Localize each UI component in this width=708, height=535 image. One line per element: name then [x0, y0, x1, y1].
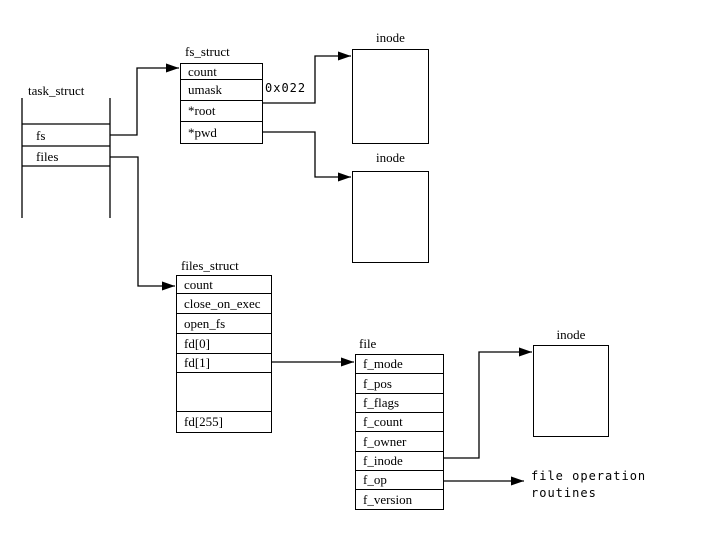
- inode-bottom-box: [533, 345, 609, 437]
- files-struct-title: files_struct: [181, 258, 239, 273]
- file-field-f-flags: f_flags: [356, 394, 443, 413]
- fs-struct-field-pwd: *pwd: [188, 124, 217, 140]
- arrow-files-to-files-struct: [110, 156, 175, 291]
- files-struct-field-ellipsis: [177, 373, 271, 412]
- files-struct-field-close-on-exec: close_on_exec: [177, 294, 271, 314]
- inode-middle-box: [352, 171, 429, 263]
- files-struct-field-fd0: fd[0]: [177, 334, 271, 354]
- file-struct-title: file: [359, 336, 377, 351]
- fs-struct-box: count umask *root *pwd: [180, 63, 263, 144]
- arrow-root-to-inode-top: [262, 51, 351, 104]
- inode-top-title: inode: [376, 30, 405, 45]
- file-struct-box: f_mode f_pos f_flags f_count f_owner f_i…: [355, 354, 444, 510]
- task-struct-title: task_struct: [28, 83, 85, 98]
- file-field-f-owner: f_owner: [356, 432, 443, 452]
- task-struct-field-files: files: [36, 149, 59, 164]
- files-struct-field-open-fs: open_fs: [177, 314, 271, 334]
- umask-value-label: 0x022: [265, 81, 307, 95]
- inode-top-box: [352, 49, 429, 144]
- file-operation-routines-line1: file operation: [531, 469, 647, 483]
- file-field-f-op: f_op: [356, 471, 443, 490]
- arrow-pwd-to-inode-middle: [262, 131, 351, 182]
- fs-struct-field-count: count: [181, 64, 262, 80]
- arrow-fs-to-fs-struct: [110, 63, 179, 136]
- task-struct-outline: [21, 98, 111, 218]
- files-struct-field-count: count: [177, 276, 271, 294]
- fs-struct-title: fs_struct: [185, 44, 230, 59]
- files-struct-field-fd255: fd[255]: [184, 414, 223, 429]
- files-struct-box: count close_on_exec open_fs fd[0] fd[1] …: [176, 275, 272, 433]
- task-struct-field-fs: fs: [36, 128, 46, 143]
- file-field-f-version: f_version: [363, 491, 413, 507]
- file-field-f-inode: f_inode: [356, 452, 443, 471]
- arrow-finode-to-inode-bottom: [443, 347, 532, 459]
- file-field-f-mode: f_mode: [356, 355, 443, 374]
- files-struct-field-fd1: fd[1]: [177, 354, 271, 373]
- inode-bottom-title: inode: [556, 327, 586, 342]
- file-field-f-count: f_count: [356, 413, 443, 432]
- file-operation-routines-line2: routines: [531, 486, 597, 500]
- inode-middle-title: inode: [376, 150, 405, 165]
- fs-struct-field-umask: umask: [181, 80, 262, 101]
- fs-struct-field-root: *root: [181, 101, 262, 122]
- file-field-f-pos: f_pos: [356, 374, 443, 394]
